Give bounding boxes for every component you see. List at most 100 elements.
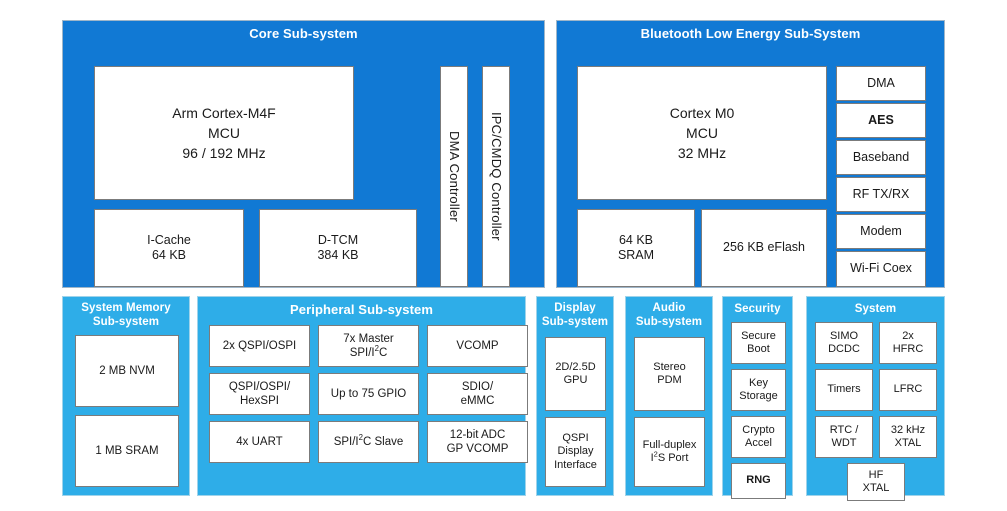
peripheral-master-line2: SPI/I2C — [349, 344, 388, 359]
display-qspi-line2: Display — [557, 445, 594, 458]
display-title-line1: Display — [554, 302, 596, 314]
core-dtcm-line2: 384 KB — [317, 248, 359, 262]
system-memory-subsystem-title: System Memory Sub-system — [63, 301, 189, 329]
peripheral-slave-line1: SPI/I2C Slave — [333, 433, 404, 448]
system-simo-line1: SIMO — [829, 329, 859, 342]
system-hf-line2: XTAL — [862, 482, 890, 494]
ble-cpu-line3: 32 MHz — [677, 145, 727, 161]
peripheral-block-vcomp: VCOMP — [427, 325, 528, 367]
system-memory-title-line1: System Memory — [81, 302, 171, 314]
peripheral-block-spi-i2c-slave: SPI/I2C Slave — [318, 421, 419, 463]
peripheral-block-qspi-ospi: 2x QSPI/OSPI — [209, 325, 310, 367]
system-32khz-line1: 32 kHz — [890, 423, 926, 436]
peripheral-sdio-line1: SDIO/ — [461, 381, 494, 393]
core-cpu-line2: MCU — [208, 125, 240, 141]
ble-block-dma: DMA — [836, 66, 926, 101]
peripheral-subsystem-title: Peripheral Sub-system — [290, 302, 433, 317]
audio-title-line2: Sub-system — [635, 316, 703, 328]
security-key-storage-line2: Storage — [739, 390, 778, 402]
display-qspi-line1: QSPI — [562, 431, 589, 444]
peripheral-master-line1: 7x Master — [343, 333, 394, 345]
system-block-hf-xtal: HF XTAL — [847, 463, 905, 501]
system-memory-block-nvm: 2 MB NVM — [75, 335, 179, 407]
ble-subsystem-title: Bluetooth Low Energy Sub-System — [640, 26, 861, 41]
peripheral-subsystem: Peripheral Sub-system 2x QSPI/OSPI 7x Ma… — [197, 296, 528, 496]
peripheral-block-master-spi-i2c: 7x Master SPI/I2C — [318, 325, 419, 367]
system-block-timers: Timers — [815, 369, 873, 411]
security-crypto-line2: Accel — [745, 437, 772, 449]
ble-block-wifi-coex: Wi-Fi Coex — [836, 251, 926, 287]
ble-block-rf-tx-rx: RF TX/RX — [836, 177, 926, 212]
system-block-hfrc: 2x HFRC — [879, 322, 937, 364]
ble-sram-line1: 64 KB — [618, 232, 654, 247]
security-block-rng: RNG — [731, 463, 786, 499]
core-ipc-cmdq-controller-block: IPC/CMDQ Controller — [482, 66, 510, 287]
display-gpu-line2: GPU — [563, 374, 588, 386]
audio-subsystem-title: Audio Sub-system — [626, 301, 712, 329]
audio-title-line1: Audio — [652, 302, 686, 314]
system-rtc-line1: RTC / — [829, 423, 859, 436]
core-cpu-line1: Arm Cortex-M4F — [172, 105, 276, 121]
display-block-qspi-interface: QSPI Display Interface — [545, 417, 606, 487]
ble-subsystem: Bluetooth Low Energy Sub-System Cortex M… — [556, 20, 945, 288]
security-crypto-line1: Crypto — [742, 423, 775, 436]
ble-sram-block: 64 KB SRAM — [577, 209, 695, 287]
core-icache-line1: I-Cache — [147, 232, 191, 247]
ble-cpu-line1: Cortex M0 — [669, 105, 735, 121]
peripheral-adc-line1: 12-bit ADC — [449, 429, 506, 441]
peripheral-block-uart: 4x UART — [209, 421, 310, 463]
core-dtcm-line1: D-TCM — [317, 232, 359, 247]
ble-block-aes: AES — [836, 103, 926, 138]
system-hfrc-line2: HFRC — [892, 343, 924, 355]
system-subsystem: System SIMO DCDC 2x HFRC Timers LFRC RTC… — [806, 296, 945, 501]
core-dma-controller-block: DMA Controller — [440, 66, 468, 287]
security-key-storage-line1: Key — [749, 376, 768, 389]
system-subsystem-title: System — [854, 303, 897, 315]
peripheral-adc-line2: GP VCOMP — [446, 443, 509, 455]
security-secure-boot-line2: Boot — [747, 343, 770, 355]
core-icache-line2: 64 KB — [151, 248, 187, 262]
audio-i2s-line1: Full-duplex — [642, 438, 697, 451]
display-subsystem-title: Display Sub-system — [537, 301, 613, 329]
security-block-secure-boot: Secure Boot — [731, 322, 786, 364]
audio-subsystem: Audio Sub-system Stereo PDM Full-duplex … — [625, 296, 713, 496]
system-memory-subsystem: System Memory Sub-system 2 MB NVM 1 MB S… — [62, 296, 190, 496]
display-title-line2: Sub-system — [541, 316, 609, 328]
core-subsystem-title: Core Sub-system — [249, 26, 358, 41]
system-hfrc-line1: 2x — [902, 329, 914, 342]
display-qspi-line3: Interface — [554, 458, 597, 471]
ble-eflash-block: 256 KB eFlash — [701, 209, 827, 287]
ble-cpu-line2: MCU — [686, 125, 718, 141]
core-cpu-block: Arm Cortex-M4F MCU 96 / 192 MHz — [94, 66, 354, 200]
system-block-rtc-wdt: RTC / WDT — [815, 416, 873, 458]
system-simo-line2: DCDC — [828, 343, 860, 355]
peripheral-hexspi-line1: QSPI/OSPI/ — [228, 381, 291, 393]
peripheral-block-gpio: Up to 75 GPIO — [318, 373, 419, 415]
core-dtcm-block: D-TCM 384 KB — [259, 209, 417, 287]
system-hf-line1: HF — [868, 468, 884, 481]
peripheral-sdio-line2: eMMC — [460, 395, 495, 407]
ble-cpu-block: Cortex M0 MCU 32 MHz — [577, 66, 827, 200]
display-block-gpu: 2D/2.5D GPU — [545, 337, 606, 411]
core-subsystem: Core Sub-system Arm Cortex-M4F MCU 96 / … — [62, 20, 545, 288]
peripheral-block-qspi-ospi-hexspi: QSPI/OSPI/ HexSPI — [209, 373, 310, 415]
system-memory-block-sram: 1 MB SRAM — [75, 415, 179, 487]
audio-pdm-line2: PDM — [657, 374, 682, 386]
display-gpu-line1: 2D/2.5D — [555, 360, 596, 373]
audio-block-stereo-pdm: Stereo PDM — [634, 337, 705, 411]
system-rtc-line2: WDT — [831, 437, 857, 449]
audio-i2s-line2: I2S Port — [650, 449, 689, 464]
system-32khz-line2: XTAL — [894, 437, 922, 449]
peripheral-hexspi-line2: HexSPI — [239, 395, 279, 407]
security-secure-boot-line1: Secure — [741, 329, 776, 342]
display-subsystem: Display Sub-system 2D/2.5D GPU QSPI Disp… — [536, 296, 614, 496]
system-block-32khz-xtal: 32 kHz XTAL — [879, 416, 937, 458]
system-memory-title-line2: Sub-system — [92, 316, 160, 328]
audio-pdm-line1: Stereo — [653, 360, 686, 373]
ble-sram-line2: SRAM — [617, 248, 655, 262]
audio-block-i2s-port: Full-duplex I2S Port — [634, 417, 705, 487]
system-block-lfrc: LFRC — [879, 369, 937, 411]
core-icache-block: I-Cache 64 KB — [94, 209, 244, 287]
security-subsystem-title: Security — [734, 303, 781, 315]
